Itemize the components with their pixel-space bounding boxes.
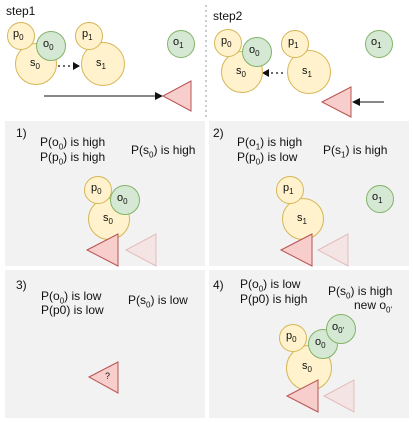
panel-3-condition-2: P(p0) is low — [41, 303, 104, 317]
node-o1-label: o1 — [372, 191, 383, 206]
panel-4-condition-1: P(o0) is low — [240, 277, 301, 294]
panel-2-condition-1: P(o1) is high — [237, 135, 303, 152]
node-o0-prime-panel4 — [326, 314, 356, 344]
agent-triangle-ghost-panel1 — [124, 233, 157, 267]
agent-triangle-ghost-panel4 — [322, 379, 355, 413]
panel-2-result: P(s1) is high — [323, 143, 388, 160]
node-s1-label: s1 — [302, 65, 312, 80]
node-o0-step2 — [242, 37, 272, 67]
panel-3-condition-1: P(o0) is low — [41, 289, 102, 306]
node-s1-step2 — [287, 50, 331, 94]
panel-4-condition-2: P(p0) is high — [240, 292, 308, 306]
node-o1-step1 — [167, 30, 195, 58]
node-o1-label: o1 — [173, 36, 184, 51]
node-s0-label: s0 — [30, 57, 40, 72]
node-o1-step2 — [365, 30, 393, 58]
panel-2-number: 2) — [213, 126, 224, 140]
panel-4-number: 4) — [213, 278, 224, 292]
panel-3-result: P(s0) is low — [128, 293, 188, 310]
panel-1-condition-2: P(p0) is high — [40, 150, 106, 167]
node-s1-label: s1 — [297, 212, 307, 227]
panel-1-number: 1) — [16, 126, 27, 140]
node-p0-step2 — [214, 29, 242, 57]
node-s0-label: s0 — [236, 65, 246, 80]
step2-label: step2 — [213, 9, 243, 23]
node-o0-prime-label: o0' — [332, 321, 345, 336]
panel-3-number: 3) — [16, 278, 27, 292]
agent-triangle-ghost-panel2 — [316, 233, 349, 267]
node-p0-panel1 — [84, 176, 112, 204]
agent-triangle-panel1 — [85, 233, 119, 267]
node-o0-label: o0 — [315, 336, 326, 351]
node-p0-panel4 — [279, 324, 307, 352]
node-p0-label: p0 — [221, 35, 232, 50]
node-p1-panel2 — [276, 176, 304, 204]
panel-4-result-2: new o0' — [354, 298, 393, 315]
step1-label: step1 — [6, 4, 36, 18]
node-p1-step1 — [75, 22, 103, 50]
agent-triangle-panel2 — [279, 233, 313, 267]
node-o1-label: o1 — [371, 36, 382, 51]
node-p0-step1 — [7, 22, 35, 50]
node-o1-panel2 — [366, 185, 394, 213]
panel-4-result: P(s0) is high — [328, 284, 393, 301]
node-p0-label: p0 — [13, 28, 24, 43]
agent-triangle-panel4 — [285, 379, 319, 413]
agent-triangle-step1 — [161, 80, 192, 112]
panel-1-result: P(s0) is high — [131, 143, 196, 160]
node-p1-label: p1 — [288, 36, 299, 51]
node-p1-step2 — [281, 30, 309, 58]
node-o0-label: o0 — [43, 38, 54, 53]
panel-1-condition-1: P(o0) is high — [40, 135, 106, 152]
node-p1-label: p1 — [283, 182, 294, 197]
panel-2-condition-2: P(p0) is low — [237, 150, 298, 167]
agent-triangle-step2 — [320, 86, 352, 118]
node-p0-label: p0 — [91, 182, 102, 197]
unknown-mark: ? — [105, 371, 111, 381]
node-s0-label: s0 — [302, 360, 312, 375]
node-o0-panel1 — [110, 185, 140, 215]
panel-3 — [5, 270, 205, 418]
node-o0-label: o0 — [117, 192, 128, 207]
agent-triangle-panel3 — [87, 361, 119, 394]
node-s1-label: s1 — [96, 57, 106, 72]
node-s0-label: s0 — [103, 212, 113, 227]
node-s1-panel2 — [282, 198, 324, 240]
node-o0-step1 — [36, 31, 66, 61]
node-p0-label: p0 — [286, 330, 297, 345]
node-p1-label: p1 — [82, 28, 93, 43]
node-o0-label: o0 — [249, 44, 260, 59]
